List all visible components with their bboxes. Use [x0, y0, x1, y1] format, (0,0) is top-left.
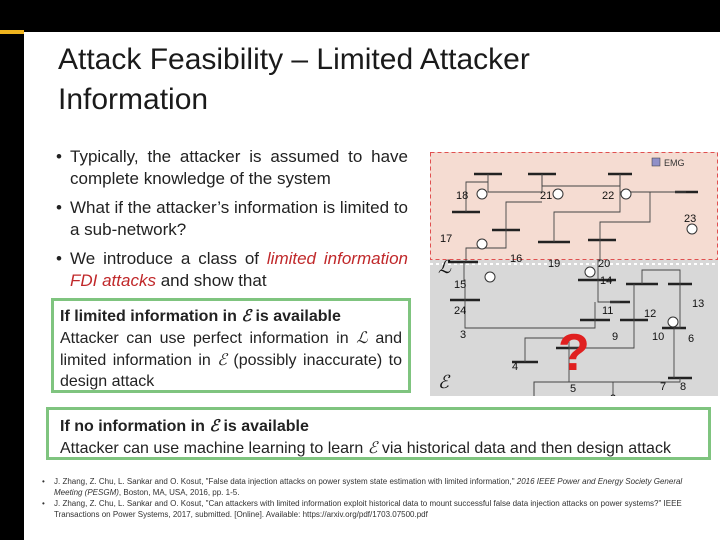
bus-label: 10	[652, 331, 664, 343]
bullet-3: We introduce a class of limited informat…	[56, 248, 408, 292]
bus-label: 3	[460, 329, 466, 341]
reference-1-pages: , Boston, MA, USA, 2016, pp. 1-5.	[118, 488, 240, 497]
bullet-list: Typically, the attacker is assumed to ha…	[56, 146, 408, 299]
bus-label: 11	[602, 305, 613, 317]
region-l-label: ℒ	[438, 257, 452, 278]
bullet-2: What if the attacker’s information is li…	[56, 197, 408, 241]
no-info-body-part-2: via historical data and then design atta…	[377, 440, 671, 457]
bullet-1: Typically, the attacker is assumed to ha…	[56, 146, 408, 190]
bus-label: 14	[600, 275, 612, 287]
no-info-body-part-1: Attacker can use machine learning to lea…	[60, 440, 368, 457]
no-info-box: If no information in ℰ is available Atta…	[46, 407, 711, 460]
title-line-2: Information	[58, 83, 209, 116]
limited-info-box: If limited information in ℰ is available…	[51, 298, 411, 393]
limited-info-body-part-1: Attacker can use perfect information in	[60, 330, 357, 347]
bullet-3-emphasis: limited information FDI attacks	[70, 249, 408, 290]
no-info-heading-prefix: If no information in	[60, 418, 210, 435]
bus-label: 9	[612, 331, 618, 343]
reference-1: J. Zhang, Z. Chu, L. Sankar and O. Kosut…	[40, 476, 710, 498]
question-mark: ?	[558, 324, 590, 382]
reference-2: J. Zhang, Z. Chu, L. Sankar and O. Kosut…	[40, 498, 710, 520]
bus-label: 16	[510, 253, 522, 265]
accent-bar	[0, 30, 24, 34]
slide-title: Attack Feasibility – Limited Attacker In…	[58, 40, 658, 120]
no-info-heading: If no information in ℰ is available	[60, 415, 697, 437]
limited-info-body-part-3: (possibly inaccurate) to design attack	[60, 352, 403, 390]
slide: Attack Feasibility – Limited Attacker In…	[24, 32, 720, 540]
power-system-diagram: 18 21 22 23 17 16 19 20 14 15 24 3 11 12…	[430, 152, 718, 396]
no-info-heading-suffix: is available	[219, 418, 309, 435]
bus-label: 22	[602, 190, 614, 202]
limited-info-heading-suffix: is available	[251, 308, 341, 325]
legend-swatch	[651, 157, 661, 167]
bus-label: 24	[454, 305, 466, 317]
region-e-symbol: ℰ	[209, 416, 219, 435]
bus-labels: 18 21 22 23 17 16 19 20 14 15 24 3 11 12…	[440, 190, 704, 396]
top-bar	[0, 0, 720, 32]
region-l-symbol: ℒ	[356, 328, 368, 347]
region-l-background	[430, 152, 718, 260]
limited-info-body-part-2: and limited information in	[60, 330, 403, 369]
bus-label: 18	[456, 190, 468, 202]
bus-label: 7	[660, 381, 666, 393]
legend-label: EMG	[664, 158, 685, 168]
bus-label: 23	[684, 213, 696, 225]
bus-label: 2	[610, 393, 616, 396]
bus-label: 13	[692, 298, 704, 310]
reference-1-venue: 2016 IEEE Power and Energy Society Gener…	[54, 477, 683, 497]
region-e-symbol: ℰ	[241, 306, 252, 325]
transmission-lines	[463, 174, 686, 396]
generators	[476, 188, 698, 328]
limited-info-heading: If limited information in ℰ is available	[60, 305, 402, 327]
bus-label: 20	[598, 258, 610, 270]
bus-label: 6	[688, 333, 694, 345]
bus-label: 15	[454, 279, 466, 291]
references: J. Zhang, Z. Chu, L. Sankar and O. Kosut…	[40, 476, 710, 520]
region-l-border	[430, 152, 718, 260]
bus-label: 5	[570, 383, 576, 395]
title-line-1: Attack Feasibility – Limited Attacker	[58, 43, 530, 76]
region-e-label: ℰ	[438, 372, 451, 393]
no-info-body: Attacker can use machine learning to lea…	[60, 437, 697, 459]
bus-label: 8	[680, 381, 686, 393]
bus-label: 12	[644, 308, 656, 320]
bus-label: 21	[540, 190, 552, 202]
limited-info-heading-prefix: If limited information in	[60, 308, 242, 325]
region-e-symbol: ℰ	[367, 438, 378, 457]
bullet-3-suffix: and show that	[155, 271, 267, 290]
bullet-3-prefix: We introduce a class of	[70, 249, 267, 268]
bus-label: 19	[548, 258, 560, 270]
bus-label: 4	[512, 361, 518, 373]
region-e-symbol: ℰ	[217, 350, 227, 369]
reference-1-text: J. Zhang, Z. Chu, L. Sankar and O. Kosut…	[54, 477, 517, 486]
limited-info-body: Attacker can use perfect information in …	[60, 327, 402, 392]
bus-label: 17	[440, 233, 452, 245]
